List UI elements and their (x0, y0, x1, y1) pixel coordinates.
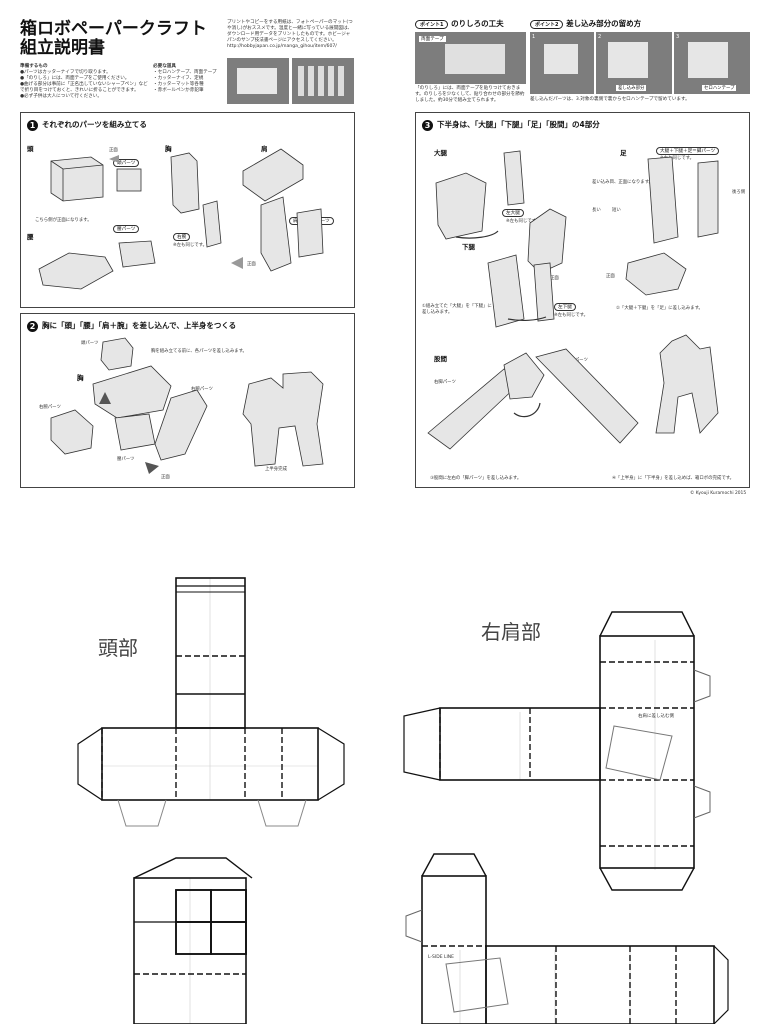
s3-note-short: 短い (612, 208, 621, 213)
sample-photo-1 (227, 58, 289, 104)
chest-template (133, 857, 253, 1024)
s3-note-front: 正面 (550, 276, 559, 281)
right-shoulder-template-label: 右肩部 (481, 620, 541, 644)
note-front: 正面 (109, 148, 118, 153)
glue-tag-b: L-SIDE LINE (428, 954, 454, 960)
tools-list: 必要な道具 ・セロハンテープ、両面テープ ・カッターナイフ、定規 ・カッターマッ… (153, 64, 217, 93)
label-head: 頭 (27, 145, 34, 153)
point-2-photo-2: 2 差し込み部分 (596, 32, 672, 94)
section-2-illustration (50, 337, 324, 474)
s2-note: 胸を組み立てる前に、各パーツを差し込みます。 (151, 349, 247, 354)
s3-note-front-2: 正面 (606, 274, 615, 279)
point-2-photo-3: 3 セロハンテープ (674, 32, 750, 94)
note-front-2: 正面 (247, 262, 256, 267)
s3-step-2: ②「大腿＋下腿」を「足」に差し込みます。 (616, 306, 703, 311)
s3-label-crotch: 股間 (434, 355, 447, 363)
tag-head-part: 頭パーツ (113, 159, 140, 167)
section-1-illustration (38, 148, 324, 290)
doc-title: 箱ロボペーパークラフト 組立説明書 (20, 19, 207, 58)
intro-text: プリントやコピーをする用紙は、フォトペーパーのマット(つや消し)がおススメです。… (227, 20, 353, 49)
point-1-caption: 「のりしろ」には、両面テープを貼りつけておきます。のりしろを少なくして、貼り合わ… (415, 86, 525, 103)
s2-label-front: 正面 (161, 475, 170, 480)
s3-tag-leg-part: 大腿＋下腿＋足＝脚パーツ (656, 147, 720, 155)
sample-photo-2 (292, 58, 354, 104)
s3-tag-left-shin: 左下腿 (554, 303, 576, 311)
label-chest: 胸 (165, 145, 172, 153)
s2-label-upper-done: 上半身完成 (265, 467, 287, 472)
s3-note-left-same-2: ※左も同じです。 (554, 313, 588, 318)
head-template-label: 頭部 (98, 636, 138, 660)
glue-tag-a: 右肩に差し込む側 (638, 712, 674, 719)
head-template (77, 577, 345, 827)
s3-step-4: ④「上半身」に「下半身」を差し込めば、箱ロボの完成です。 (612, 476, 735, 481)
right-shoulder-template (403, 611, 711, 891)
tag-right-arm: 右腕 (173, 233, 191, 241)
note-left-same: ※左も同じです。 (173, 243, 207, 248)
s2-label-chest: 胸 (77, 374, 84, 382)
s3-note-left-same-1: ※左も同じです。 (506, 219, 540, 224)
s3-step-3: ③股間に左右の「脚パーツ」を差し込みます。 (430, 476, 522, 481)
s3-tag-right-leg: 右脚パーツ (434, 380, 456, 385)
s3-note-left-same-3: ※左も同じです。 (660, 156, 694, 161)
point-2-photo-1: 1 (530, 32, 594, 94)
s3-note-back: 後ろ側 (732, 190, 746, 195)
s3-note-long: 長い (592, 208, 601, 213)
note-front-side: こちら側が正面になります。 (35, 218, 92, 223)
s2-label-right-arm-2: 右腕パーツ (191, 387, 213, 392)
s3-label-foot: 足 (620, 149, 627, 157)
label-waist: 腰 (27, 233, 34, 241)
s3-note-foot: 差い込み目、正面になります。 (592, 180, 654, 185)
point-1-heading: ポイント1 のりしろの工夫 (415, 18, 504, 29)
s2-label-right-arm: 右腕パーツ (39, 405, 61, 410)
label-shoulder: 肩 (261, 145, 268, 153)
prep-list: 準備するもの ●パーツはカッターナイフで切り取ります。 ●「のりしろ」には、両面… (20, 64, 148, 99)
s3-step-1: ①組み立てた「大腿」を「下腿」に差し込みます。 (422, 304, 492, 315)
copyright: © Kyouji Kuramochi 2015 (690, 491, 747, 496)
s2-label-waist: 腰パーツ (117, 457, 135, 462)
second-shoulder-template (405, 853, 729, 1024)
s3-label-thigh: 大腿 (434, 149, 447, 157)
tag-waist-part: 腰パーツ (113, 225, 140, 233)
section-3-illustration (427, 150, 719, 450)
point-2-caption: 差し込んだパーツは、3.対象の裏側で裏からセロハンテープで留めています。 (530, 97, 690, 102)
s3-tag-left-thigh: 左大腿 (502, 209, 524, 217)
s3-label-shin: 下腿 (462, 243, 475, 251)
point-1-photo: 両面テープ (415, 32, 526, 84)
s2-label-head-part: 頭パーツ (81, 341, 99, 346)
point-2-heading: ポイント2 差し込み部分の留め方 (530, 18, 641, 29)
